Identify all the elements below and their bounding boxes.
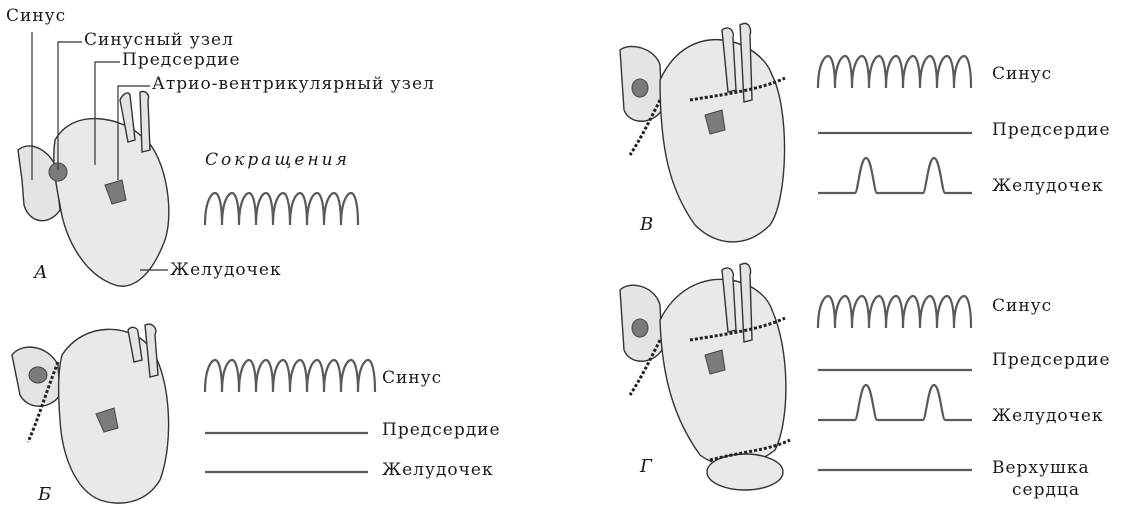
panel-letter-a: А	[34, 262, 48, 283]
label-ventricle-a: Желудочек	[170, 260, 282, 280]
label-v-sinus: Синус	[992, 64, 1052, 84]
panel-letter-v: В	[640, 214, 653, 235]
label-atrium-a: Предсердие	[122, 50, 241, 70]
trace-g-ventricle	[818, 385, 972, 420]
sinus-node-b	[29, 367, 47, 383]
label-b-atrium: Предсердие	[382, 420, 501, 440]
label-v-atrium: Предсердие	[992, 120, 1111, 140]
label-g-sinus: Синус	[992, 296, 1052, 316]
panel-letter-b: Б	[38, 484, 51, 505]
heart-b	[12, 324, 169, 503]
label-b-sinus: Синус	[382, 368, 442, 388]
sinus-node-v	[632, 79, 648, 97]
contractions-title: Сокращения	[205, 150, 350, 170]
trace-a-contractions	[205, 193, 358, 225]
trace-b-sinus	[205, 360, 375, 392]
label-av-node: Атрио-вентрикулярный узел	[152, 74, 435, 94]
label-g-apex-1: Верхушка	[992, 458, 1090, 478]
label-g-ventricle: Желудочек	[992, 406, 1104, 426]
label-g-apex-2: сердца	[1012, 480, 1080, 500]
panel-letter-g: Г	[640, 456, 652, 477]
label-g-atrium: Предсердие	[992, 350, 1111, 370]
label-v-ventricle: Желудочек	[992, 176, 1104, 196]
trace-g-sinus	[818, 296, 971, 328]
trace-v-ventricle	[818, 158, 972, 193]
heart-a	[18, 92, 169, 287]
trace-v-sinus	[818, 56, 971, 88]
label-b-ventricle: Желудочек	[382, 460, 494, 480]
label-sinus-node: Синусный узел	[84, 30, 234, 50]
sinus-node-g	[632, 319, 648, 337]
label-sinus-a: Синус	[6, 6, 66, 26]
heart-v	[620, 23, 785, 241]
